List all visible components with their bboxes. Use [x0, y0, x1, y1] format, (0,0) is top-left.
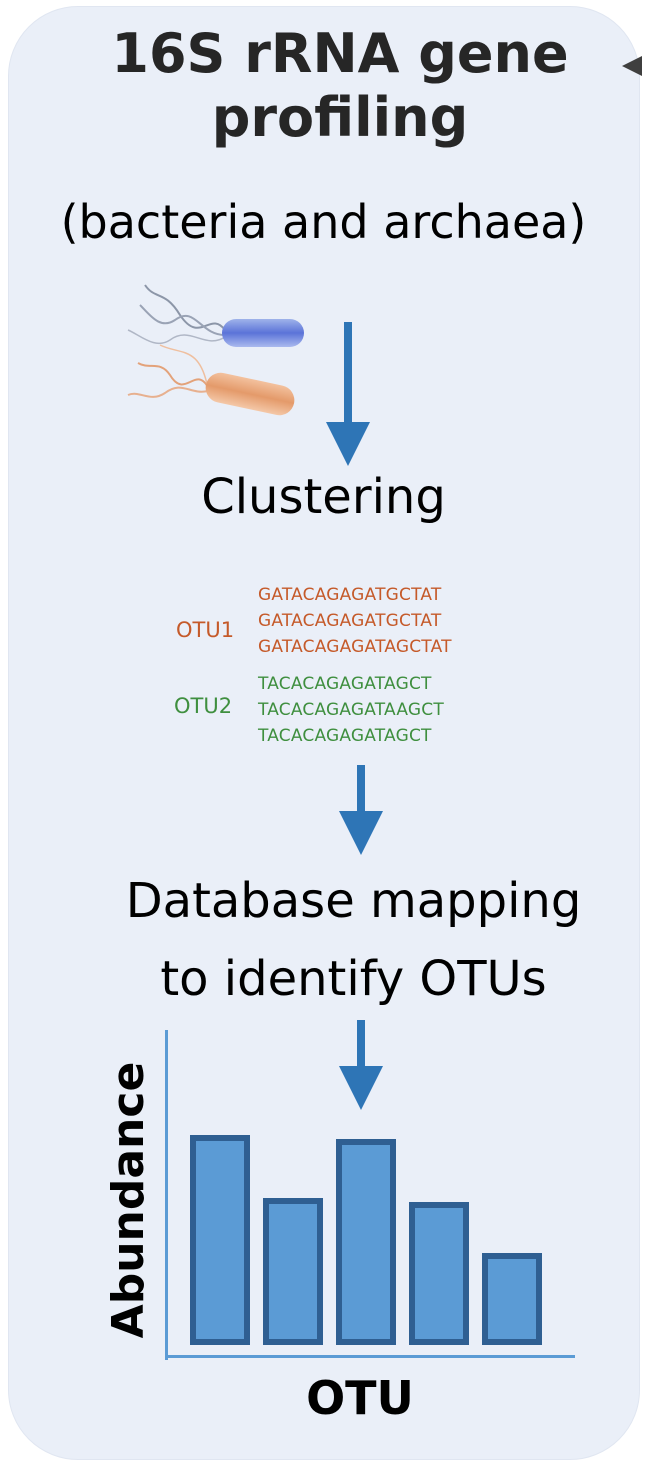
bar-otu-4: [409, 1202, 469, 1345]
bar-otu-1: [190, 1135, 250, 1345]
pipeline-panel: [8, 6, 640, 1460]
clustering-step: Clustering: [201, 469, 446, 525]
x-axis: [165, 1355, 575, 1358]
otu2-sequence-3: TACACAGAGATAGCT: [258, 726, 432, 746]
mapping-step-line-1: Database mapping: [125, 873, 582, 929]
left-arrow-icon: [622, 56, 642, 76]
otu2-sequence-2: TACACAGAGATAAGCT: [258, 700, 444, 720]
title-line-2: profiling: [211, 86, 469, 149]
otu2-sequences: TACACAGAGATAGCT TACACAGAGATAAGCT TACACAG…: [258, 671, 444, 749]
otu1-sequence-2: GATACAGAGATGCTAT: [258, 611, 442, 631]
y-axis-label: Abundance: [103, 1061, 154, 1339]
otu2-sequence-1: TACACAGAGATAGCT: [258, 674, 432, 694]
otu2-label: OTU2: [174, 694, 233, 718]
panel-title: 16S rRNA gene profiling: [30, 22, 647, 150]
otu1-sequence-1: GATACAGAGATGCTAT: [258, 585, 442, 605]
down-arrow-icon: [333, 1020, 389, 1110]
panel-subtitle: (bacteria and archaea): [60, 195, 587, 249]
mapping-step: Database mapping to identify OTUs: [30, 862, 647, 1018]
mapping-step-line-2: to identify OTUs: [160, 951, 547, 1007]
down-arrow-icon: [333, 765, 389, 855]
down-arrow-icon: [320, 322, 376, 466]
title-line-1: 16S rRNA gene: [111, 22, 569, 85]
y-axis: [165, 1030, 168, 1360]
otu1-sequence-3: GATACAGAGATAGCTAT: [258, 637, 452, 657]
bacteria-icon: [127, 284, 304, 416]
otu1-label: OTU1: [176, 618, 235, 642]
otu1-sequences: GATACAGAGATGCTAT GATACAGAGATGCTAT GATACA…: [258, 582, 452, 660]
x-axis-label: OTU: [306, 1371, 414, 1425]
bar-otu-5: [482, 1253, 542, 1345]
bar-otu-2: [263, 1198, 323, 1345]
bar-otu-3: [336, 1139, 396, 1345]
